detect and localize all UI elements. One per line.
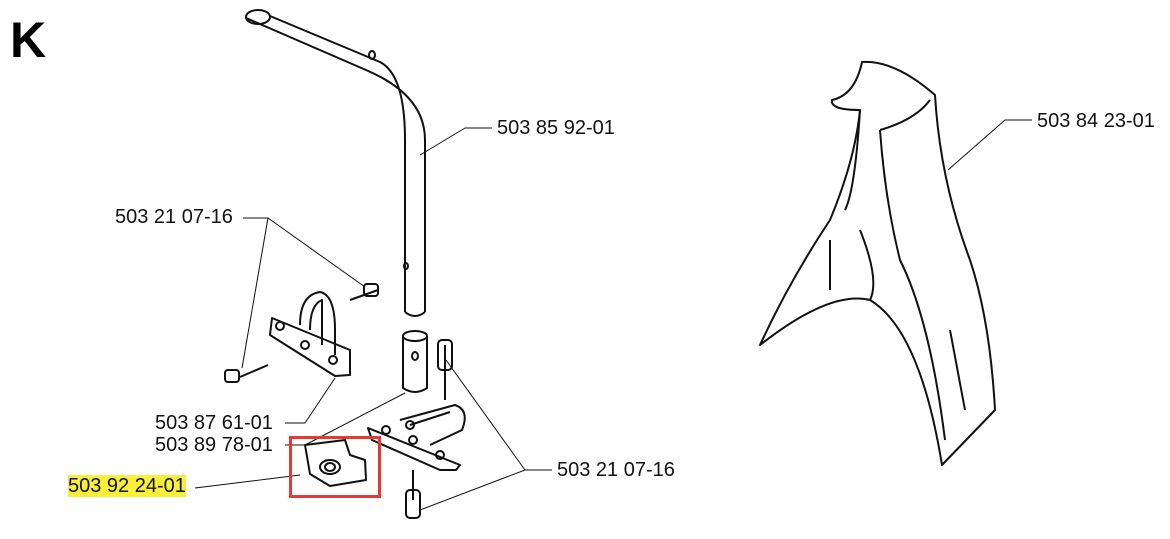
pin-part bbox=[402, 330, 428, 393]
label-shield[interactable]: 503 84 23-01 bbox=[1037, 110, 1155, 132]
section-letter: K bbox=[10, 12, 47, 68]
label-screw-left[interactable]: 503 21 07-16 bbox=[115, 206, 233, 228]
bracket-part bbox=[224, 283, 379, 383]
label-pin[interactable]: 503 89 78-01 bbox=[155, 434, 273, 456]
label-tube[interactable]: 503 85 92-01 bbox=[497, 117, 615, 139]
label-screw-right[interactable]: 503 21 07-16 bbox=[557, 459, 675, 481]
shield-part bbox=[759, 60, 996, 466]
label-bracket[interactable]: 503 87 61-01 bbox=[155, 412, 273, 434]
selection-box bbox=[289, 436, 381, 498]
label-clip-highlighted[interactable]: 503 92 24-01 bbox=[68, 475, 186, 497]
clip-part bbox=[304, 439, 367, 487]
tube-part bbox=[245, 9, 426, 317]
